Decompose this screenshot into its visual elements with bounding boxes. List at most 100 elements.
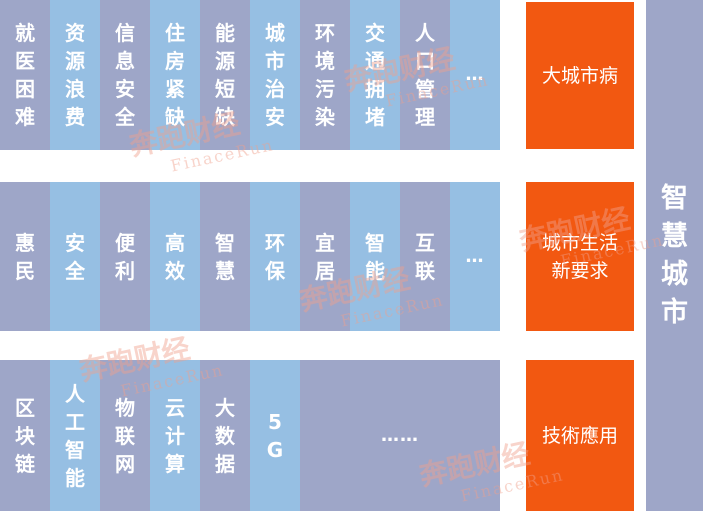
cell-char: 慧 bbox=[215, 258, 235, 283]
cell-benefit-people: 惠民 bbox=[0, 182, 50, 331]
cell-char: 5 bbox=[268, 409, 282, 434]
cell-ellipsis: … bbox=[450, 0, 500, 150]
cell-char: 困 bbox=[15, 77, 35, 101]
cell-char: 大 bbox=[215, 395, 235, 420]
cell-char: 人 bbox=[415, 21, 435, 45]
cell-char: 利 bbox=[115, 258, 135, 283]
cell-convenience: 便利 bbox=[100, 182, 150, 331]
cell-char: 能 bbox=[65, 465, 85, 490]
cell-char: 宜 bbox=[315, 230, 335, 255]
cell-char: 堵 bbox=[365, 105, 385, 129]
cell-eco-friendly: 环保 bbox=[250, 182, 300, 331]
cell-char: 算 bbox=[165, 451, 185, 476]
cell-energy-shortage: 能源短缺 bbox=[200, 0, 250, 150]
cell-char: 能 bbox=[215, 21, 235, 45]
root-label-char: 城 bbox=[661, 258, 688, 290]
cell-char: 难 bbox=[15, 105, 35, 129]
cell-char: 保 bbox=[265, 258, 285, 283]
cell-char: 网 bbox=[115, 451, 135, 476]
cell-char: 效 bbox=[165, 258, 185, 283]
cell-housing-shortage: 住房紧缺 bbox=[150, 0, 200, 150]
cell-internet-of-things: 物联网 bbox=[100, 360, 150, 511]
ellipsis-text: … bbox=[465, 245, 485, 267]
cell-char: 块 bbox=[15, 423, 35, 448]
cell-char: 安 bbox=[65, 230, 85, 255]
category-label: 技術應用 bbox=[541, 424, 618, 447]
category-technology-applications: 技術應用 bbox=[526, 360, 634, 511]
cell-char: 互 bbox=[415, 230, 435, 255]
row-new-life-requirements: 惠民 安全 便利 高效 智慧 环保 宜居 智能 互联 … bbox=[0, 182, 500, 331]
cell-big-data: 大数据 bbox=[200, 360, 250, 511]
cell-interconnected: 互联 bbox=[400, 182, 450, 331]
cell-char: 民 bbox=[15, 258, 35, 283]
cell-cloud-computing: 云计算 bbox=[150, 360, 200, 511]
cell-char: 污 bbox=[315, 77, 335, 101]
cell-char: 智 bbox=[65, 437, 85, 462]
cell-char: 费 bbox=[65, 105, 85, 129]
cell-char: 安 bbox=[265, 105, 285, 129]
cell-char: 就 bbox=[15, 21, 35, 45]
cell-information-security: 信息安全 bbox=[100, 0, 150, 150]
cell-char: 源 bbox=[215, 49, 235, 73]
cell-char: 管 bbox=[415, 77, 435, 101]
cell-traffic-congestion: 交通拥堵 bbox=[350, 0, 400, 150]
ellipsis-text: … bbox=[465, 64, 485, 85]
cell-public-security: 城市治安 bbox=[250, 0, 300, 150]
cell-char: 联 bbox=[115, 423, 135, 448]
cell-char: 云 bbox=[165, 395, 185, 420]
cell-char: G bbox=[266, 437, 284, 462]
cell-char: 浪 bbox=[65, 77, 85, 101]
cell-char: 交 bbox=[365, 21, 385, 45]
category-label: 大城市病 bbox=[541, 64, 618, 87]
cell-char: 惠 bbox=[15, 230, 35, 255]
cell-safety: 安全 bbox=[50, 182, 100, 331]
cell-char: 环 bbox=[315, 21, 335, 45]
cell-char: 数 bbox=[215, 423, 235, 448]
row-big-city-problems: 就医困难 资源浪费 信息安全 住房紧缺 能源短缺 城市治安 环境污染 交通拥堵 … bbox=[0, 0, 500, 150]
cell-char: 便 bbox=[115, 230, 135, 255]
cell-char: 染 bbox=[315, 105, 335, 129]
root-smart-city: 智慧城市 bbox=[646, 0, 703, 511]
cell-ellipsis: … bbox=[450, 182, 500, 331]
cell-resource-waste: 资源浪费 bbox=[50, 0, 100, 150]
cell-ellipsis: …… bbox=[300, 360, 500, 511]
cell-medical-difficulty: 就医困难 bbox=[0, 0, 50, 150]
cell-intelligent: 智能 bbox=[350, 182, 400, 331]
cell-char: 安 bbox=[115, 77, 135, 101]
cell-char: 缺 bbox=[215, 105, 235, 129]
cell-char: 境 bbox=[315, 49, 335, 73]
cell-environment-pollution: 环境污染 bbox=[300, 0, 350, 150]
cell-char: 紧 bbox=[165, 77, 185, 101]
cell-efficiency: 高效 bbox=[150, 182, 200, 331]
category-big-city-problems: 大城市病 bbox=[526, 2, 634, 149]
cell-blockchain: 区块链 bbox=[0, 360, 50, 511]
cell-char: 物 bbox=[115, 395, 135, 420]
cell-char: 链 bbox=[15, 451, 35, 476]
cell-char: 智 bbox=[215, 230, 235, 255]
cell-char: 拥 bbox=[365, 77, 385, 101]
cell-char: 房 bbox=[165, 49, 185, 73]
cell-char: 资 bbox=[65, 21, 85, 45]
cell-char: 城 bbox=[265, 21, 285, 45]
cell-char: 据 bbox=[215, 451, 235, 476]
ellipsis-text: …… bbox=[381, 424, 419, 446]
cell-char: 环 bbox=[265, 230, 285, 255]
cell-char: 能 bbox=[365, 258, 385, 283]
cell-char: 治 bbox=[265, 77, 285, 101]
cell-livable: 宜居 bbox=[300, 182, 350, 331]
cell-char: 通 bbox=[365, 49, 385, 73]
cell-char: 人 bbox=[65, 381, 85, 406]
category-label-line-1: 城市生活 bbox=[541, 231, 618, 254]
root-label-char: 慧 bbox=[661, 220, 688, 252]
cell-char: 信 bbox=[115, 21, 135, 45]
cell-char: 息 bbox=[115, 49, 135, 73]
cell-population-management: 人口管理 bbox=[400, 0, 450, 150]
cell-char: 缺 bbox=[165, 105, 185, 129]
cell-char: 高 bbox=[165, 230, 185, 255]
cell-char: 居 bbox=[315, 258, 335, 283]
root-label-char: 市 bbox=[661, 296, 688, 328]
cell-char: 工 bbox=[65, 409, 85, 434]
cell-char: 计 bbox=[165, 423, 185, 448]
